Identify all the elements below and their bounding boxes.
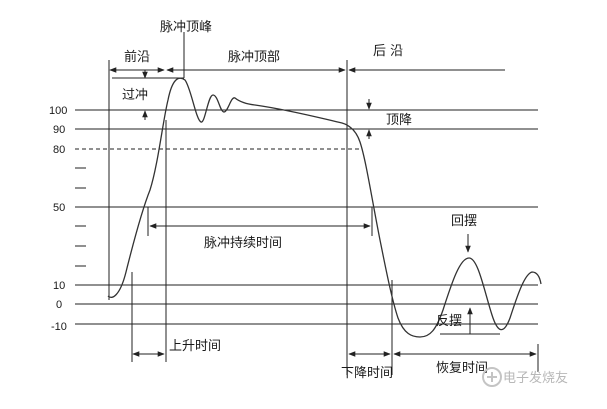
tick-90: 90: [53, 124, 65, 136]
rise-time-label: 上升时间: [169, 339, 221, 354]
pulse-top-label: 脉冲顶部: [228, 50, 280, 65]
pulse-waveform: [107, 77, 542, 338]
pulse-duration-label: 脉冲持续时间: [204, 236, 282, 251]
fall-time-label: 下降时间: [341, 366, 393, 381]
recovery-time-label: 恢复时间: [436, 361, 488, 376]
tick-neg10: -10: [51, 321, 67, 333]
tick-80: 80: [53, 144, 65, 156]
tick-50: 50: [53, 202, 65, 214]
tick-0: 0: [56, 299, 62, 311]
pulse-peak-label: 脉冲顶峰: [160, 20, 212, 35]
y-tick-labels: 100 90 80 50 10 0 -10: [49, 105, 67, 333]
droop-label: 顶降: [386, 113, 412, 128]
trailing-edge-label: 后 沿: [373, 44, 403, 59]
tick-100: 100: [49, 105, 67, 117]
leading-edge-label: 前沿: [124, 49, 150, 65]
watermark-logo: 电子发烧友: [482, 367, 568, 387]
reverse-swing-label: 反摆: [436, 314, 462, 329]
left-axis-ticks: [75, 167, 86, 267]
tick-10: 10: [53, 280, 65, 292]
backswing-label: 回摆: [451, 214, 477, 229]
watermark-text: 电子发烧友: [503, 370, 568, 386]
overshoot-label: 过冲: [122, 88, 148, 103]
